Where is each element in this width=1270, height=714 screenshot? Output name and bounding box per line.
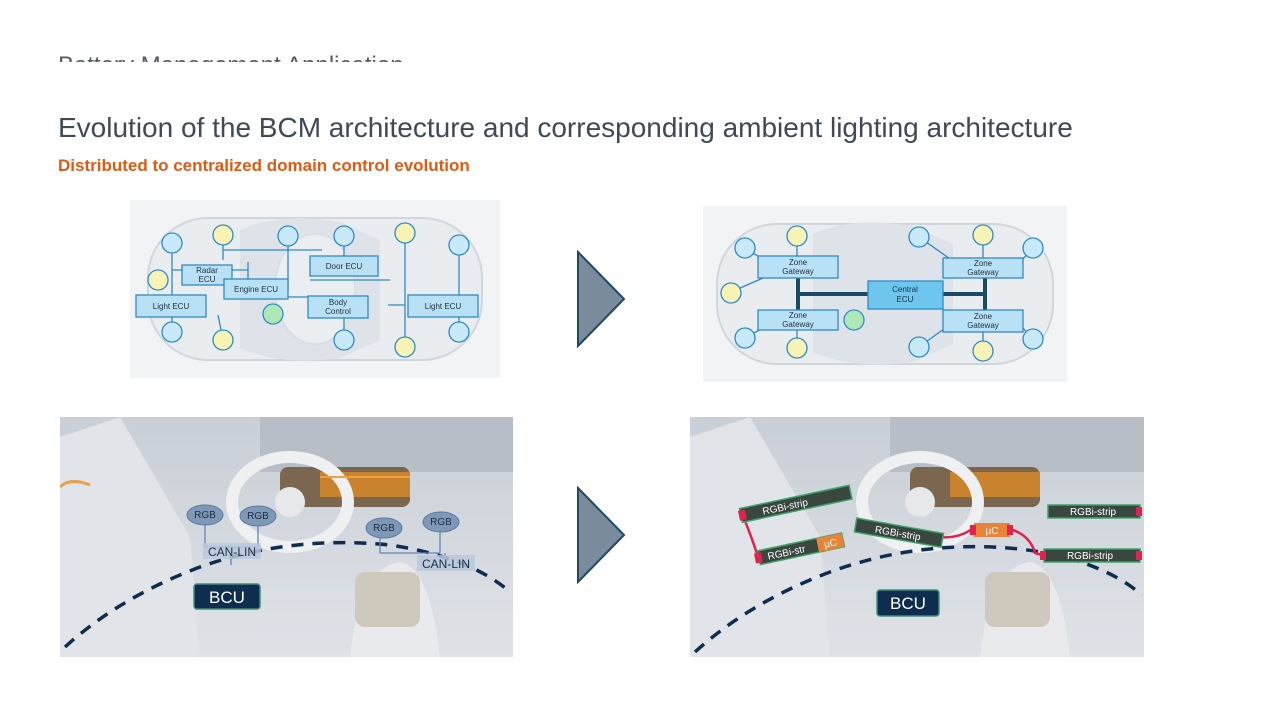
node-circle — [394, 222, 416, 244]
zone-gateway-tr-label-2: Gateway — [967, 268, 999, 277]
node-circle — [394, 336, 416, 358]
ambient-lighting-before: RGB RGB RGB RGB CAN-LIN CAN-LIN BCU — [60, 417, 513, 657]
zone-gateway-tl-label-1: Zone — [789, 258, 808, 267]
node-circle — [908, 336, 930, 358]
zone-gateway-tr-label-1: Zone — [974, 259, 993, 268]
node-circle — [448, 234, 470, 256]
node-circle — [262, 303, 284, 325]
node-circle — [212, 224, 234, 246]
node-circle — [277, 225, 299, 247]
arrow-right-icon — [577, 486, 626, 584]
slide-subtitle: Distributed to centralized domain contro… — [58, 156, 470, 175]
radar-ecu-box — [181, 264, 233, 286]
radar-ecu-label-1: Radar — [196, 266, 218, 275]
rgbi-strip-label: RGBi-strip — [1067, 551, 1114, 562]
uc-label: µC — [823, 537, 838, 550]
distributed-ecu-diagram: Radar ECU Door ECU Engine ECU Body Contr… — [130, 200, 500, 378]
rgbi-strip: RGBi-str µC — [753, 532, 846, 566]
rgb-label: RGB — [247, 511, 269, 522]
rgb-label: RGB — [430, 517, 452, 528]
engine-ecu-label: Engine ECU — [234, 285, 278, 294]
node-circle — [448, 321, 470, 343]
rgb-node — [365, 517, 403, 539]
light-ecu-right-label: Light ECU — [425, 302, 462, 311]
rgb-node — [239, 505, 277, 527]
node-circle — [843, 309, 865, 331]
node-circle — [734, 327, 756, 349]
slide-title: Evolution of the BCM architecture and co… — [58, 112, 1073, 143]
can-lin-label: CAN-LIN — [208, 545, 256, 559]
zone-gateway-br-label-1: Zone — [974, 312, 993, 321]
zone-gateway-br-box — [942, 309, 1024, 333]
uc-box: µC — [970, 523, 1013, 537]
node-circle — [786, 225, 808, 247]
node-circle — [333, 225, 355, 247]
central-ecu-label-1: Central — [892, 285, 918, 294]
node-circle — [147, 269, 169, 291]
node-circle — [333, 329, 355, 351]
ghost-title: Battery Management Application — [58, 40, 658, 62]
radar-ecu-label-2: ECU — [199, 275, 216, 284]
node-circle — [161, 321, 183, 343]
rgb-node — [186, 504, 224, 526]
rgb-node — [422, 511, 460, 533]
zonal-architecture-diagram: Zone Gateway Zone Gateway Zone Gateway Z… — [703, 206, 1067, 382]
node-circle — [908, 226, 930, 248]
rgbi-strip: RGBi-strip — [1040, 548, 1142, 563]
light-ecu-right-box — [407, 294, 479, 318]
zone-gateway-tr-box — [942, 257, 1024, 279]
rgbi-strip: RGBi-strip — [1047, 504, 1142, 519]
zone-gateway-bl-label-1: Zone — [789, 311, 808, 320]
uc-label: µC — [986, 526, 999, 537]
central-ecu-box — [867, 280, 944, 310]
bcu-label: BCU — [209, 588, 245, 607]
light-ecu-left-box — [135, 294, 207, 318]
zone-gateway-tl-box — [757, 255, 839, 279]
rgbi-strip-label: RGBi-strip — [1070, 507, 1117, 518]
zone-gateway-bl-label-2: Gateway — [782, 320, 814, 329]
body-control-box — [307, 295, 369, 319]
node-circle — [212, 329, 234, 351]
rgb-label: RGB — [373, 523, 395, 534]
engine-ecu-box — [223, 278, 289, 300]
node-circle — [972, 224, 994, 246]
rgb-label: RGB — [194, 510, 216, 521]
central-ecu-label-2: ECU — [897, 295, 914, 304]
node-circle — [1022, 328, 1044, 350]
node-circle — [734, 237, 756, 259]
door-ecu-label: Door ECU — [326, 262, 363, 271]
node-circle — [720, 282, 742, 304]
zone-gateway-tl-label-2: Gateway — [782, 267, 814, 276]
zone-gateway-bl-box — [757, 309, 839, 331]
body-control-label-2: Control — [325, 307, 351, 316]
arrow-right-icon — [577, 250, 626, 348]
bcu-box — [876, 589, 940, 617]
zone-gateway-br-label-2: Gateway — [967, 321, 999, 330]
node-circle — [161, 232, 183, 254]
light-ecu-left-label: Light ECU — [153, 302, 190, 311]
can-lin-label: CAN-LIN — [422, 557, 470, 571]
body-control-label-1: Body — [329, 298, 347, 307]
node-circle — [972, 340, 994, 362]
node-circle — [786, 337, 808, 359]
door-ecu-box — [309, 255, 379, 277]
node-circle — [1022, 237, 1044, 259]
bcu-box — [193, 583, 261, 610]
bcu-label: BCU — [890, 594, 926, 613]
ambient-lighting-after: RGBi-strip RGBi-str µC RGBi-strip µC RGB… — [690, 417, 1144, 657]
